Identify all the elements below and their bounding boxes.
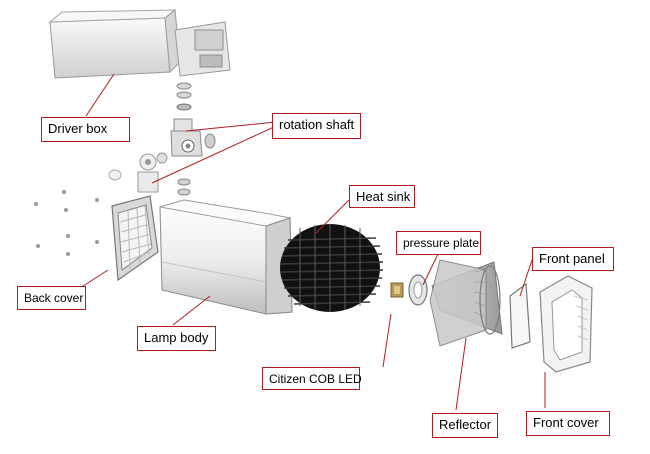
label-front-panel: Front panel bbox=[532, 247, 614, 271]
callout-line-lamp-body bbox=[172, 295, 211, 326]
back-cover-part bbox=[111, 195, 159, 282]
callout-line-driver-box bbox=[85, 73, 115, 117]
driver-box-part bbox=[48, 9, 231, 79]
cob-led-part bbox=[390, 282, 404, 298]
label-pressure-plate: pressure plate bbox=[396, 231, 481, 255]
reflector-part bbox=[429, 259, 503, 347]
shaft-washers-part bbox=[176, 82, 192, 111]
shaft-fittings-part bbox=[108, 152, 191, 196]
lamp-body-part bbox=[159, 199, 293, 315]
label-heat-sink: Heat sink bbox=[349, 185, 415, 208]
callout-line-rotation-shaft-2 bbox=[151, 125, 277, 184]
callout-line-front-panel bbox=[519, 259, 533, 297]
callout-line-back-cover bbox=[79, 269, 109, 289]
callout-line-cob-led bbox=[382, 313, 392, 368]
label-reflector: Reflector bbox=[432, 413, 498, 438]
rotation-shaft-part bbox=[170, 118, 216, 157]
callout-line-pressure-plate bbox=[422, 253, 439, 286]
label-rotation-shaft: rotation shaft bbox=[272, 113, 361, 139]
callout-line-reflector bbox=[455, 337, 467, 411]
screws-part bbox=[34, 190, 99, 256]
label-lamp-body: Lamp body bbox=[137, 326, 216, 351]
label-driver-box: Driver box bbox=[41, 117, 130, 142]
label-citizen-cob-led: Citizen COB LED bbox=[262, 367, 362, 390]
label-back-cover: Back cover bbox=[17, 286, 86, 310]
callout-line-rotation-shaft-1 bbox=[185, 121, 277, 132]
callout-line-heat-sink bbox=[314, 199, 350, 235]
front-cover-part bbox=[539, 275, 593, 373]
label-front-cover: Front cover bbox=[526, 411, 610, 436]
pressure-plate-part bbox=[408, 274, 428, 306]
front-panel-part bbox=[509, 282, 531, 349]
heat-sink-part bbox=[280, 224, 384, 312]
